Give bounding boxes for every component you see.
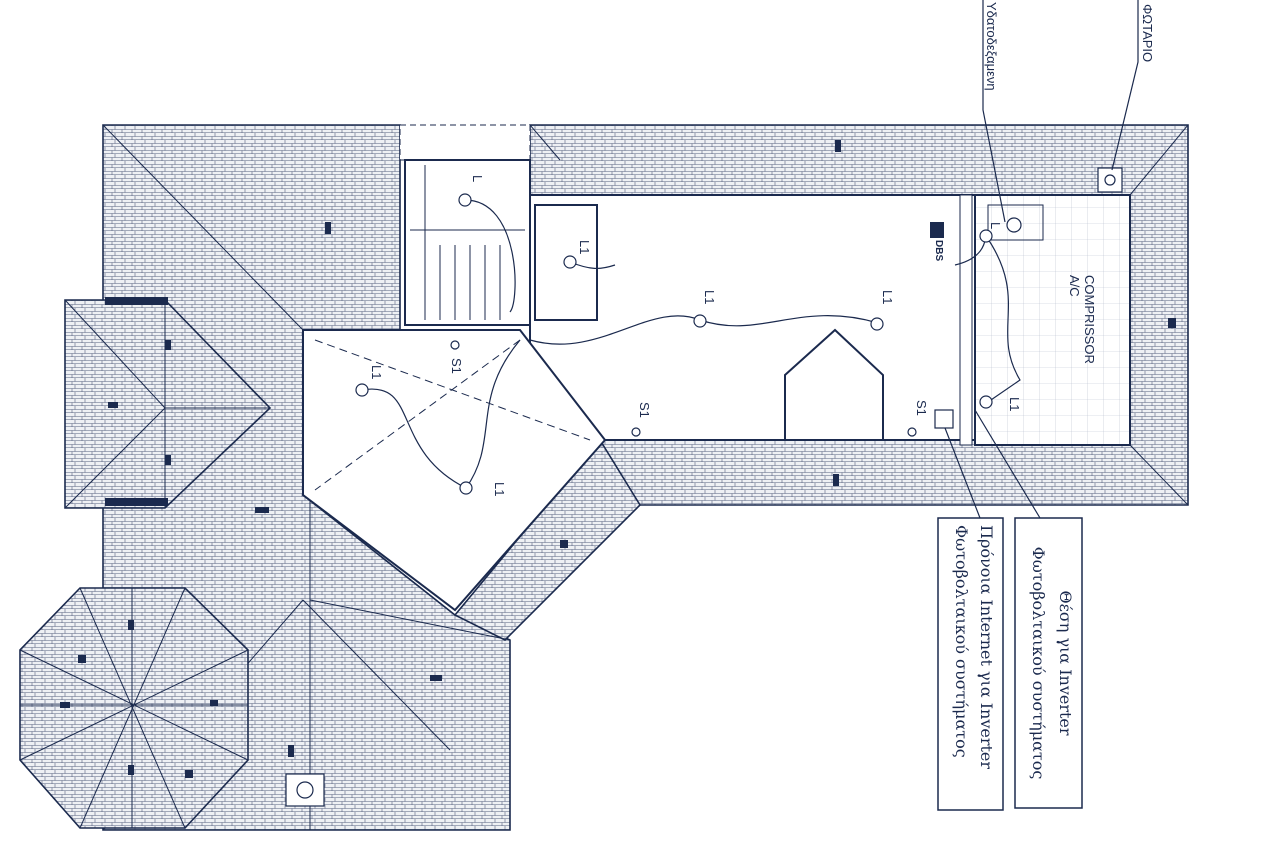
pentagon-room [302, 329, 607, 612]
ac-label: A/C [1067, 275, 1082, 297]
callout-line: Θέση για Inverter [1056, 590, 1075, 735]
inverter-box [934, 409, 954, 429]
internet-provision-callout [937, 517, 1004, 811]
stair-room [404, 159, 531, 326]
light-icon [458, 193, 472, 207]
light-label: L1 [492, 482, 507, 496]
switch-label: S1 [914, 400, 929, 416]
light-icon [979, 395, 993, 409]
light-label: L1 [577, 240, 592, 254]
light-icon [459, 481, 473, 495]
switch-icon [450, 340, 460, 350]
roof-stair-top [399, 124, 531, 161]
skylight-circle [1104, 174, 1116, 186]
light-icon [870, 317, 884, 331]
light-icon [693, 314, 707, 328]
switch-icon [907, 427, 917, 437]
main-room [529, 194, 976, 441]
light-label: L1 [369, 365, 384, 379]
ac-unit [987, 204, 1044, 241]
light-label: L [988, 222, 1003, 229]
roof-gable [784, 328, 884, 441]
switch-label: S1 [449, 358, 464, 374]
slope-arrows [60, 140, 1176, 778]
callout-line: Πρόνοια Internet για Inverter [977, 525, 996, 769]
rooms [302, 159, 1131, 612]
dbs-label: DBS [933, 240, 944, 261]
light-icon [355, 383, 369, 397]
light-icon [979, 229, 993, 243]
dbs-panel [930, 222, 944, 238]
gazebo-beam [105, 498, 168, 506]
light-label: L1 [880, 290, 895, 304]
chimney [959, 194, 973, 446]
callout-line: Φωτοβολταικού συστήματος [952, 525, 971, 758]
gazebo-beam [105, 297, 168, 305]
inverter-position-callout [1014, 517, 1083, 809]
skylight-circle [296, 781, 314, 799]
light-icon [563, 255, 577, 269]
annotations: Υδατοδεξαμενη ΦΩΤΑΡΙΟ Θέση για Inverter … [937, 0, 1155, 811]
light-label: L1 [1007, 397, 1022, 411]
callout-line: Φωτοβολταικού συστήματος [1029, 547, 1048, 780]
switch-icon [631, 427, 641, 437]
compressor-room [974, 194, 1131, 446]
compressor-label: COMPRISSOR [1082, 275, 1097, 364]
water-tank-icon [1006, 217, 1022, 233]
switch-label: S1 [637, 402, 652, 418]
light-label: L [470, 175, 485, 182]
fixture-labels: L1 L1 L1 L1 L1 L1 L L S1 S1 S1 DBS COMPR… [369, 175, 1097, 496]
skylight-label: ΦΩΤΑΡΙΟ [1140, 4, 1155, 62]
water-tank-label: Υδατοδεξαμενη [984, 2, 999, 91]
light-label: L1 [702, 290, 717, 304]
light-fixtures [355, 167, 1123, 495]
